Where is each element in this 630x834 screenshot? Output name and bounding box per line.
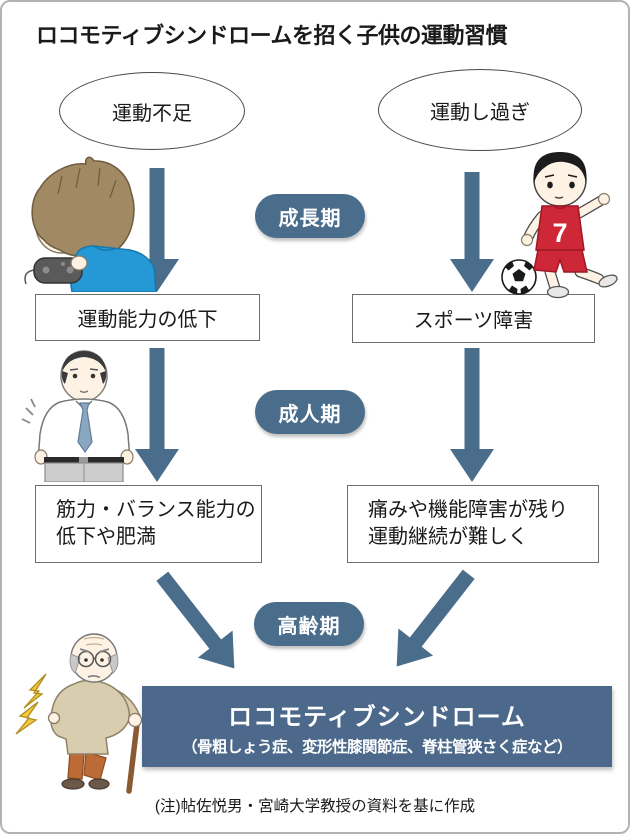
- stage-badge-growth-period: 成長期: [255, 194, 365, 238]
- stage-label-adult: 成人期: [278, 403, 342, 426]
- stage-label-senior: 高齢期: [277, 615, 341, 638]
- sweater: [50, 679, 131, 755]
- outcome-box-sports-injury: スポーツ障害: [352, 294, 595, 343]
- stage-badge-adult-period: 成人期: [255, 390, 365, 434]
- result-title: ロコモティブシンドローム: [228, 703, 526, 731]
- outcome-label: スポーツ障害: [413, 310, 534, 332]
- stage-badge-senior-period: 高齢期: [254, 602, 364, 646]
- arrow-growth-right: [450, 172, 494, 292]
- outcome-label: 運動能力の低下: [77, 309, 218, 331]
- outcome-box-strength-balance-decline: 筋力・バランス能力の 低下や肥満: [35, 485, 262, 563]
- outcome-box-motor-ability-decline: 運動能力の低下: [35, 294, 260, 341]
- pain-lightning-icon: [15, 673, 47, 735]
- source-note: (注)帖佐悦男・宮崎大学教授の資料を基に作成: [154, 798, 476, 815]
- page-title: ロコモティブシンドロームを招く子供の運動習慣: [36, 23, 508, 48]
- arrow-adult-right: [450, 348, 494, 482]
- illustration-adult-man: [21, 350, 134, 482]
- outcome-line: 低下や肥満: [56, 526, 156, 548]
- arrow-senior-right: [396, 569, 475, 667]
- stage-label-growth: 成長期: [278, 207, 342, 230]
- cause-oval-lack-of-exercise: 運動不足: [59, 72, 245, 150]
- arrow-senior-left: [156, 571, 235, 669]
- hair: [31, 156, 135, 257]
- arrow-adult-left: [135, 348, 179, 482]
- jersey-number: 7: [552, 218, 567, 248]
- cause-oval-too-much-exercise: 運動し過ぎ: [378, 69, 582, 151]
- outcome-line: 痛みや機能障害が残り: [368, 499, 568, 521]
- cause-label-right: 運動し過ぎ: [430, 101, 530, 124]
- cane-icon: [126, 713, 141, 794]
- illustration-gamer-boy: [24, 156, 157, 292]
- hair: [62, 351, 106, 372]
- hair: [533, 152, 587, 184]
- outcome-box-pain-dysfunction: 痛みや機能障害が残り 運動継続が難しく: [347, 485, 599, 563]
- cause-label-left: 運動不足: [112, 102, 192, 125]
- result-subtitle: （骨粗しょう症、変形性膝関節症、脊柱管狭さく症など）: [181, 738, 573, 756]
- illustration-elderly-man: [15, 633, 143, 794]
- soccer-ball-icon: [501, 259, 537, 295]
- game-controller-icon: [33, 257, 83, 284]
- outcome-line: 運動継続が難しく: [368, 526, 528, 548]
- outcome-line: 筋力・バランス能力の: [56, 499, 256, 521]
- necktie: [77, 402, 93, 454]
- illustration-soccer-boy: 7: [501, 152, 618, 299]
- result-box-locomotive-syndrome: ロコモティブシンドローム （骨粗しょう症、変形性膝関節症、脊柱管狭さく症など）: [142, 686, 612, 767]
